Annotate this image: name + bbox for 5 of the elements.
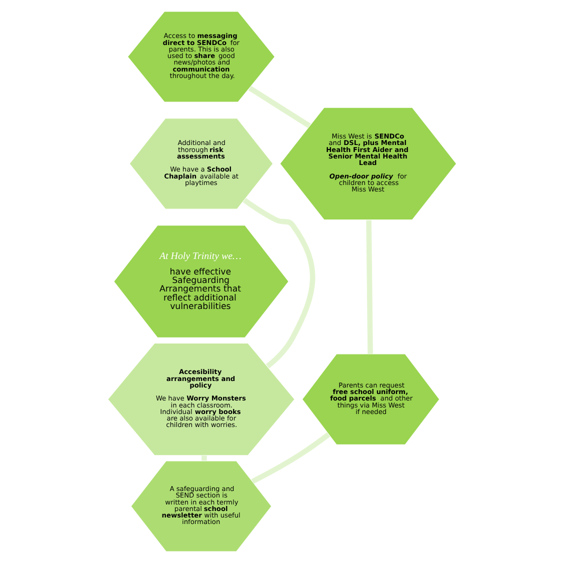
connector (251, 432, 330, 484)
connector (366, 220, 373, 354)
connector (242, 198, 316, 368)
connector (202, 456, 207, 461)
connector (248, 86, 311, 128)
